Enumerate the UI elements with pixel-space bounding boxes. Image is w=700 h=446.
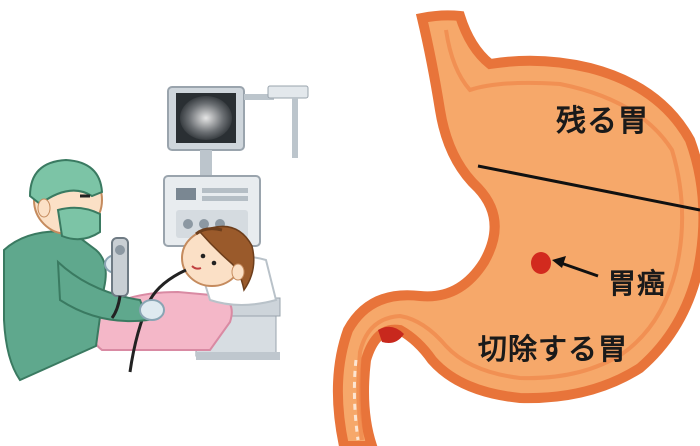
endoscopy-monitor-icon	[164, 86, 308, 246]
endoscopy-scene	[4, 86, 308, 380]
stomach-diagram	[338, 15, 700, 446]
remaining-stomach-label: 残る胃	[556, 96, 649, 140]
stomach-icon	[338, 15, 700, 446]
gastric-cancer-label: 胃癌	[608, 262, 666, 302]
resected-stomach-label: 切除する胃	[478, 326, 628, 368]
tumor-icon	[531, 252, 551, 274]
